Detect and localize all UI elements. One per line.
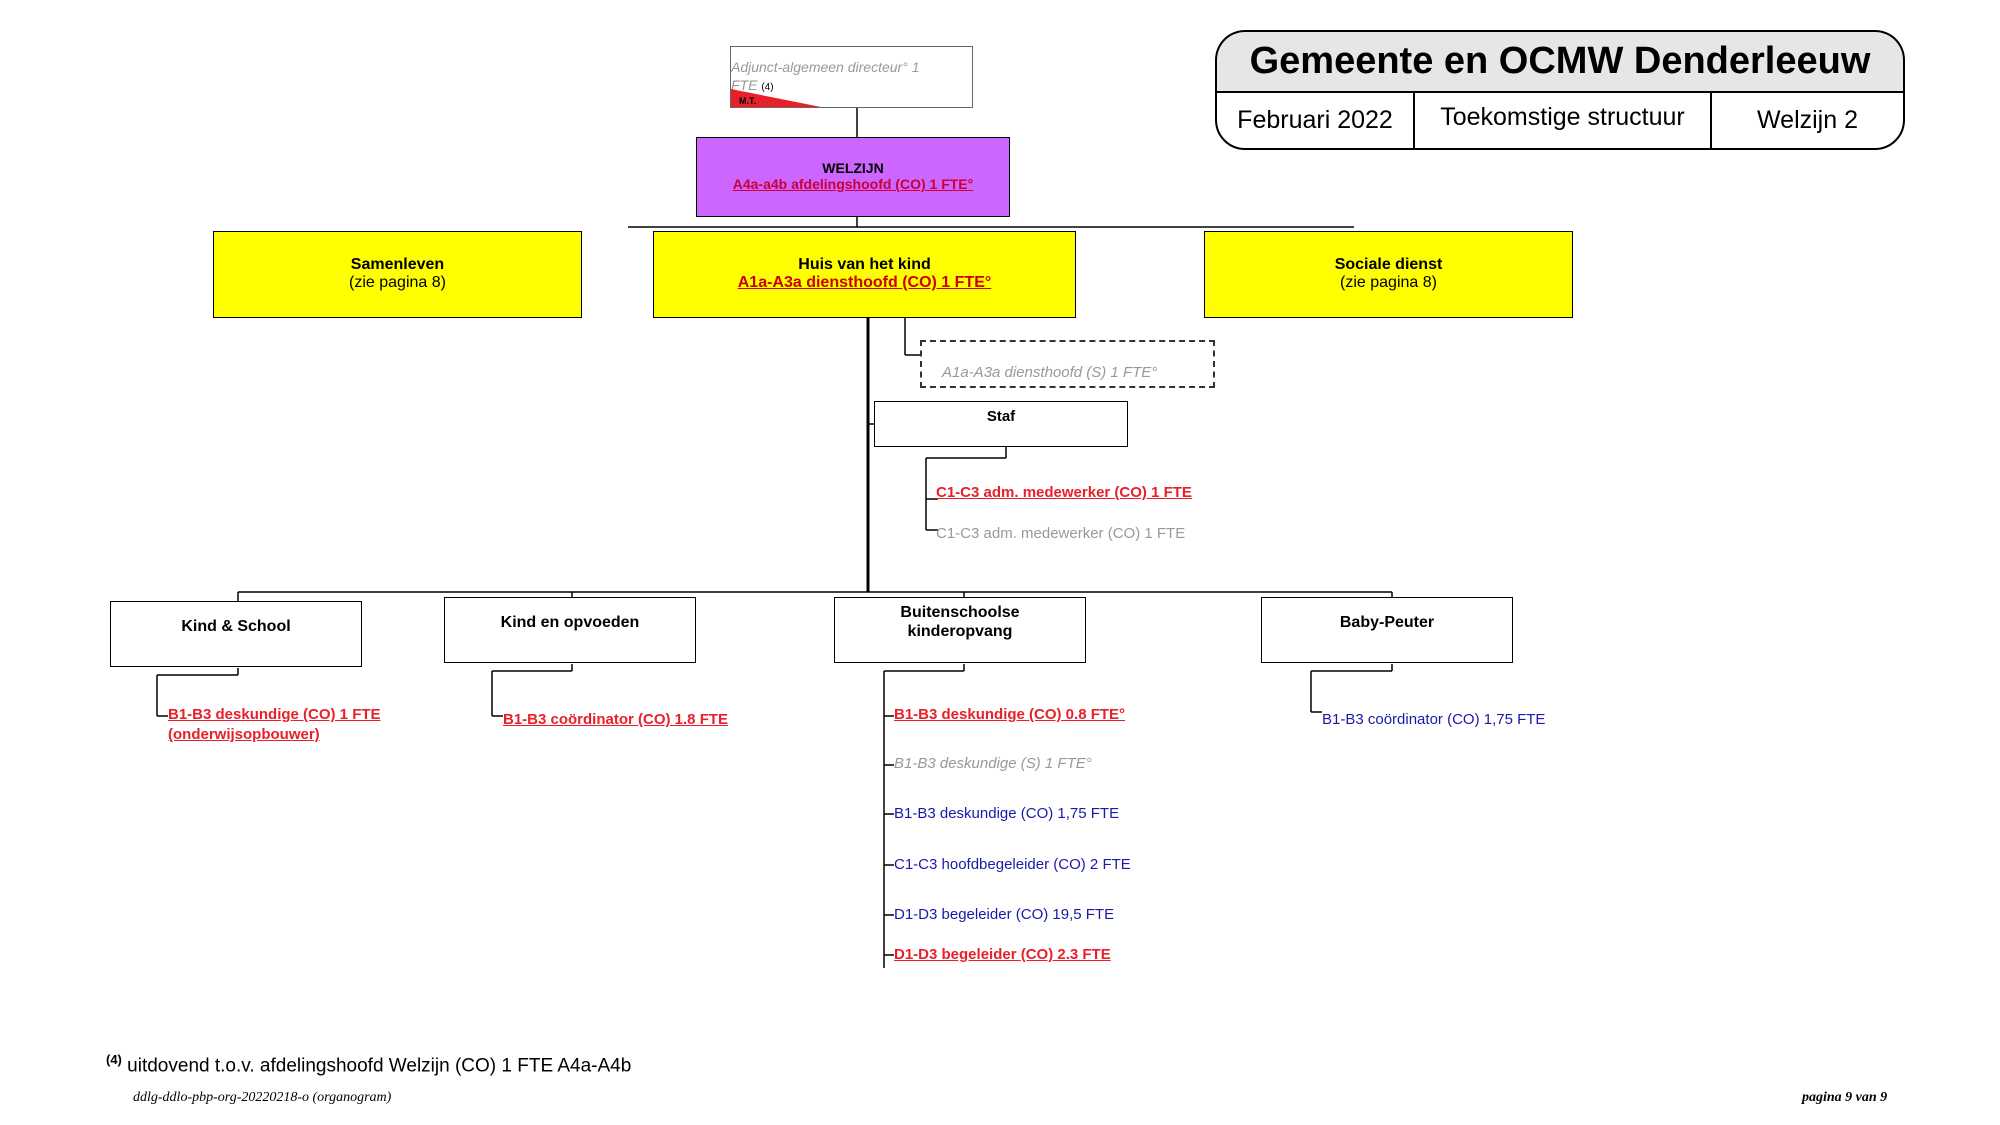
adjunct-director-box: Adjunct-algemeen directeur° 1 FTE (4) M.… — [730, 46, 973, 108]
sociale-sub: (zie pagina 8) — [1340, 274, 1437, 291]
buitenschoolse-item-2: B1-B3 deskundige (S) 1 FTE° — [894, 755, 1092, 772]
kind-opvoeden-box: Kind en opvoeden — [444, 597, 696, 663]
footnote: (4) uitdovend t.o.v. afdelingshoofd Welz… — [106, 1052, 631, 1077]
welzijn-box: WELZIJN A4a-a4b afdelingshoofd (CO) 1 FT… — [696, 137, 1010, 217]
staf-box: Staf — [874, 401, 1128, 447]
sociale-dienst-box: Sociale dienst (zie pagina 8) — [1204, 231, 1573, 318]
header-page-name: Welzijn 2 — [1757, 106, 1858, 134]
sociale-name: Sociale dienst — [1334, 256, 1443, 273]
baby-peuter-box: Baby-Peuter — [1261, 597, 1513, 663]
kind-opvoeden-item-1: B1-B3 coördinator (CO) 1.8 FTE — [503, 711, 729, 728]
buitenschoolse-item-6: D1-D3 begeleider (CO) 2.3 FTE — [894, 946, 1111, 963]
staf-name: Staf — [986, 408, 1016, 425]
header-info-row: Februari 2022 Toekomstige structuur Welz… — [1215, 91, 1905, 150]
buitenschoolse-name-line1: Buitenschoolse — [900, 604, 1020, 621]
kind-school-item-2: (onderwijsopbouwer) — [168, 726, 320, 743]
staf-item-2: C1-C3 adm. medewerker (CO) 1 FTE — [936, 525, 1186, 542]
staf-item-1: C1-C3 adm. medewerker (CO) 1 FTE — [936, 484, 1192, 501]
diensthoofd-s-label: A1a-A3a diensthoofd (S) 1 FTE° — [942, 364, 1158, 381]
kind-school-box: Kind & School — [110, 601, 362, 667]
adjunct-director-note: (4) — [761, 82, 774, 93]
header-structure: Toekomstige structuur — [1415, 93, 1712, 148]
adjunct-director-line2: FTE — [731, 77, 758, 93]
huis-name: Huis van het kind — [798, 256, 931, 273]
footer-doc-ref: ddlg-ddlo-pbp-org-20220218-o (organogram… — [133, 1090, 392, 1105]
footnote-mark: (4) — [106, 1052, 122, 1067]
buitenschoolse-item-4: C1-C3 hoofdbegeleider (CO) 2 FTE — [894, 856, 1131, 873]
huis-head: A1a-A3a diensthoofd (CO) 1 FTE° — [737, 274, 992, 291]
mt-corner-marker: M.T. — [731, 89, 821, 107]
samenleven-name: Samenleven — [350, 256, 445, 273]
welzijn-name: WELZIJN — [822, 160, 884, 176]
samenleven-box: Samenleven (zie pagina 8) — [213, 231, 582, 318]
kind-school-name: Kind & School — [181, 618, 291, 635]
baby-peuter-item-1: B1-B3 coördinator (CO) 1,75 FTE — [1322, 711, 1546, 728]
kind-opvoeden-name: Kind en opvoeden — [500, 614, 640, 631]
footer-page-number: pagina 9 van 9 — [1802, 1090, 1888, 1105]
buitenschoolse-item-5: D1-D3 begeleider (CO) 19,5 FTE — [894, 906, 1115, 923]
kind-school-item-1: B1-B3 deskundige (CO) 1 FTE — [168, 706, 381, 723]
buitenschoolse-box: Buitenschoolse kinderopvang — [834, 597, 1086, 663]
baby-peuter-name: Baby-Peuter — [1339, 614, 1435, 631]
samenleven-sub: (zie pagina 8) — [349, 274, 446, 291]
document-title: Gemeente en OCMW Denderleeuw — [1215, 30, 1905, 92]
buitenschoolse-item-3: B1-B3 deskundige (CO) 1,75 FTE — [894, 805, 1120, 822]
header-date: Februari 2022 — [1217, 93, 1415, 148]
mt-corner-label: M.T. — [739, 96, 756, 106]
buitenschoolse-name-line2: kinderopvang — [907, 623, 1013, 640]
buitenschoolse-item-1: B1-B3 deskundige (CO) 0.8 FTE° — [894, 706, 1126, 723]
adjunct-director-line1: Adjunct-algemeen directeur° 1 — [731, 59, 920, 75]
welzijn-head: A4a-a4b afdelingshoofd (CO) 1 FTE° — [732, 176, 974, 192]
diensthoofd-s-box: A1a-A3a diensthoofd (S) 1 FTE° — [920, 340, 1215, 388]
huis-van-het-kind-box: Huis van het kind A1a-A3a diensthoofd (C… — [653, 231, 1076, 318]
footnote-text: uitdovend t.o.v. afdelingshoofd Welzijn … — [127, 1055, 632, 1077]
